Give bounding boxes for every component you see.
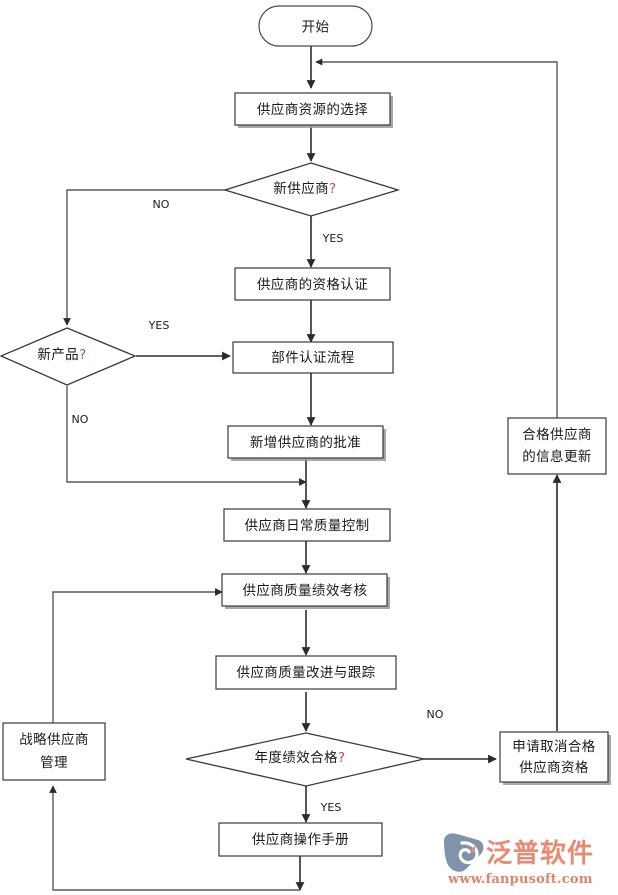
edge-label-new-supplier-yes: YES (322, 232, 344, 245)
node-new-supplier-decision: 新供应商? (222, 162, 401, 217)
node-start-label: 开始 (302, 20, 330, 36)
node-quality-improvement-tracking: 供应商质量改进与跟踪 (215, 655, 397, 690)
node-new-supplier-decision-label: 新供应商 (273, 180, 329, 197)
node-annual-performance-decision: 年度绩效合格? (185, 732, 425, 787)
node-new-product-decision: 新产品? (0, 327, 137, 386)
svg-text:新供应商?: 新供应商? (273, 180, 336, 197)
node-part-certification: 部件认证流程 (232, 341, 394, 374)
node-annual-performance-decision-label: 年度绩效合格 (255, 750, 338, 766)
node-daily-quality-control-label: 供应商日常质量控制 (244, 517, 369, 534)
edge-new-product-no (66, 386, 307, 486)
node-qualified-supplier-info-update-line2: 的信息更新 (522, 448, 592, 465)
node-quality-improvement-tracking-label: 供应商质量改进与跟踪 (237, 664, 376, 681)
node-annual-performance-decision-suffix: ? (338, 750, 346, 766)
edge-label-new-product-yes: YES (148, 319, 170, 332)
edge-bottom-rail-to-strategic (49, 785, 300, 891)
node-supplier-resource-selection: 供应商资源的选择 (234, 92, 393, 128)
node-supplier-qualification-label: 供应商的资格认证 (257, 276, 368, 293)
svg-text:年度绩效合格?: 年度绩效合格? (255, 750, 346, 766)
edge-label-annual-check-yes: YES (320, 801, 342, 814)
node-qualified-supplier-info-update: 合格供应商 的信息更新 (507, 417, 607, 475)
node-new-product-decision-label: 新产品 (37, 347, 79, 363)
node-start: 开始 (258, 5, 373, 47)
edge-label-new-product-no: NO (72, 413, 89, 426)
svg-text:新产品?: 新产品? (37, 347, 86, 363)
node-new-supplier-decision-suffix: ? (329, 181, 337, 197)
edge-label-new-supplier-no: NO (153, 198, 170, 211)
node-quality-performance-review-label: 供应商质量绩效考核 (242, 582, 367, 599)
node-supplier-qualification: 供应商的资格认证 (234, 267, 391, 301)
node-strategic-supplier-management-line2: 管理 (40, 755, 68, 771)
edge-strategic-to-performance (52, 588, 223, 723)
node-new-supplier-approval: 新增供应商的批准 (227, 425, 386, 461)
node-cancel-qualification-request: 申请取消合格 供应商资格 (499, 731, 611, 785)
node-part-certification-label: 部件认证流程 (271, 350, 354, 366)
node-supplier-operation-manual-label: 供应商操作手册 (252, 831, 349, 848)
node-cancel-qualification-request-line1: 申请取消合格 (512, 739, 595, 755)
node-new-product-decision-suffix: ? (79, 347, 87, 363)
node-daily-quality-control: 供应商日常质量控制 (223, 508, 391, 542)
node-supplier-operation-manual: 供应商操作手册 (218, 822, 383, 857)
edge-label-annual-check-no: NO (427, 708, 444, 721)
node-strategic-supplier-management: 战略供应商 管理 (2, 722, 106, 781)
edge-info-update-return (315, 58, 558, 418)
node-quality-performance-review: 供应商质量绩效考核 (221, 573, 390, 609)
edge-new-supplier-no (63, 189, 225, 326)
node-new-supplier-approval-label: 新增供应商的批准 (250, 434, 361, 451)
node-strategic-supplier-management-line1: 战略供应商 (19, 731, 89, 748)
node-cancel-qualification-request-line2: 供应商资格 (519, 759, 589, 776)
node-supplier-resource-selection-label: 供应商资源的选择 (257, 101, 368, 118)
node-qualified-supplier-info-update-line1: 合格供应商 (522, 426, 592, 443)
